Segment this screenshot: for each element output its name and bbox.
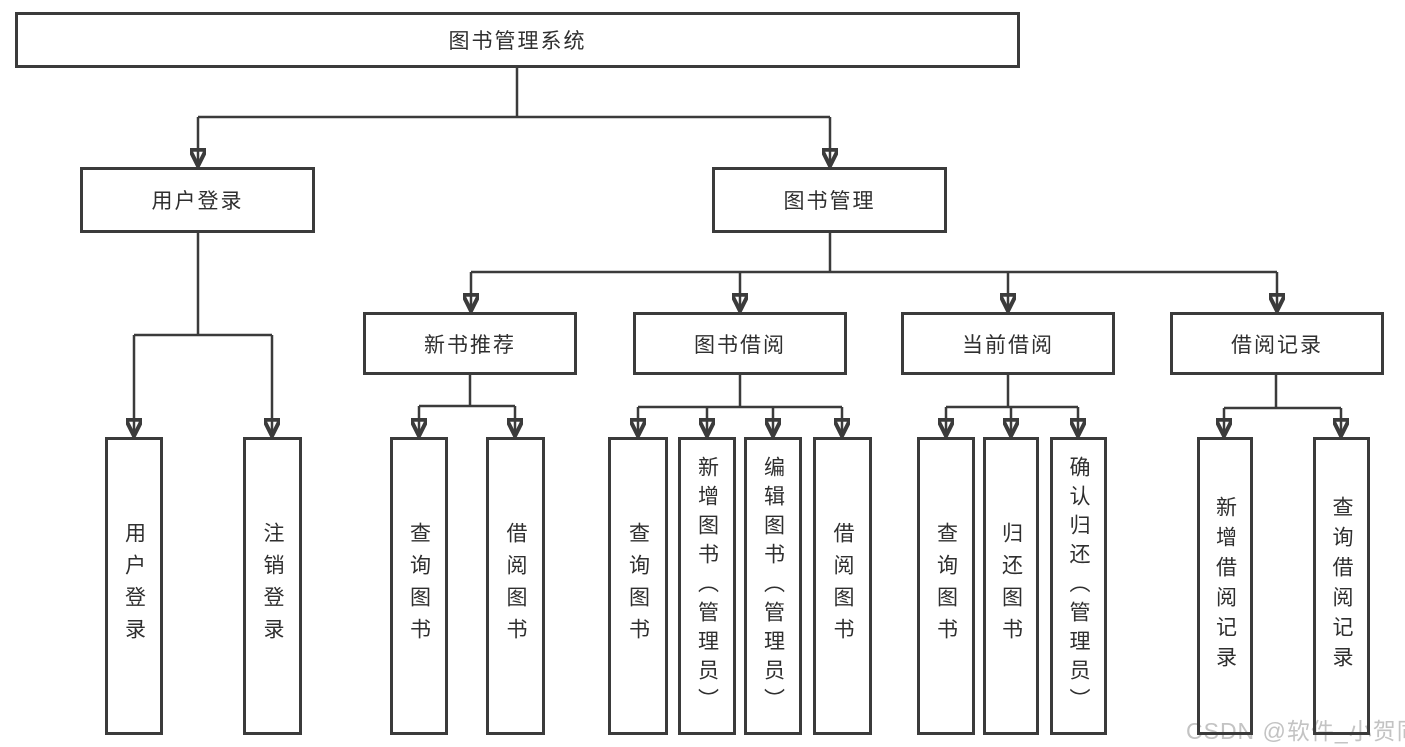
node-borrow-records: 借阅记录 xyxy=(1170,312,1384,375)
leaf-records-query-record-label: 查询借阅记录 xyxy=(1330,496,1353,676)
node-borrow-records-label: 借阅记录 xyxy=(1231,333,1323,357)
leaf-current-query-book: 查询图书 xyxy=(917,437,975,735)
leaf-recommend-borrow-book-label: 借阅图书 xyxy=(504,522,527,650)
leaf-current-query-book-label: 查询图书 xyxy=(934,522,958,650)
leaf-current-return-book: 归还图书 xyxy=(983,437,1039,735)
leaf-logout: 注销登录 xyxy=(243,437,302,735)
leaf-borrow-add-book-admin-label: 新增图书（管理员） xyxy=(695,455,719,717)
node-book-borrow: 图书借阅 xyxy=(633,312,847,375)
leaf-records-add-record: 新增借阅记录 xyxy=(1197,437,1253,735)
leaf-recommend-borrow-book: 借阅图书 xyxy=(486,437,545,735)
leaf-borrow-edit-book-admin: 编辑图书（管理员） xyxy=(744,437,802,735)
leaf-borrow-query-book-label: 查询图书 xyxy=(626,522,650,650)
node-book-management-label: 图书管理 xyxy=(783,190,876,213)
node-user-login-label: 用户登录 xyxy=(151,190,244,213)
node-user-login: 用户登录 xyxy=(80,167,315,233)
node-current-borrow-label: 当前借阅 xyxy=(962,333,1054,357)
node-root: 图书管理系统 xyxy=(15,12,1020,68)
leaf-borrow-add-book-admin: 新增图书（管理员） xyxy=(678,437,736,735)
leaf-current-confirm-return-admin-label: 确认归还（管理员） xyxy=(1067,455,1090,717)
leaf-logout-label: 注销登录 xyxy=(261,522,284,650)
leaf-borrow-query-book: 查询图书 xyxy=(608,437,668,735)
leaf-records-query-record: 查询借阅记录 xyxy=(1313,437,1370,735)
node-root-label: 图书管理系统 xyxy=(448,30,587,53)
leaf-current-return-book-label: 归还图书 xyxy=(999,522,1023,650)
node-current-borrow: 当前借阅 xyxy=(901,312,1115,375)
leaf-recommend-query-book: 查询图书 xyxy=(390,437,448,735)
leaf-user-login-label: 用户登录 xyxy=(122,522,146,650)
node-new-book-recommend: 新书推荐 xyxy=(363,312,577,375)
leaf-borrow-borrow-book: 借阅图书 xyxy=(813,437,872,735)
leaf-current-confirm-return-admin: 确认归还（管理员） xyxy=(1050,437,1107,735)
leaf-records-add-record-label: 新增借阅记录 xyxy=(1213,496,1237,676)
leaf-recommend-query-book-label: 查询图书 xyxy=(407,522,431,650)
leaf-user-login: 用户登录 xyxy=(105,437,163,735)
leaf-borrow-borrow-book-label: 借阅图书 xyxy=(831,522,854,650)
node-book-borrow-label: 图书借阅 xyxy=(694,333,786,357)
leaf-borrow-edit-book-admin-label: 编辑图书（管理员） xyxy=(761,455,785,717)
node-new-book-recommend-label: 新书推荐 xyxy=(424,333,516,357)
node-book-management: 图书管理 xyxy=(712,167,947,233)
